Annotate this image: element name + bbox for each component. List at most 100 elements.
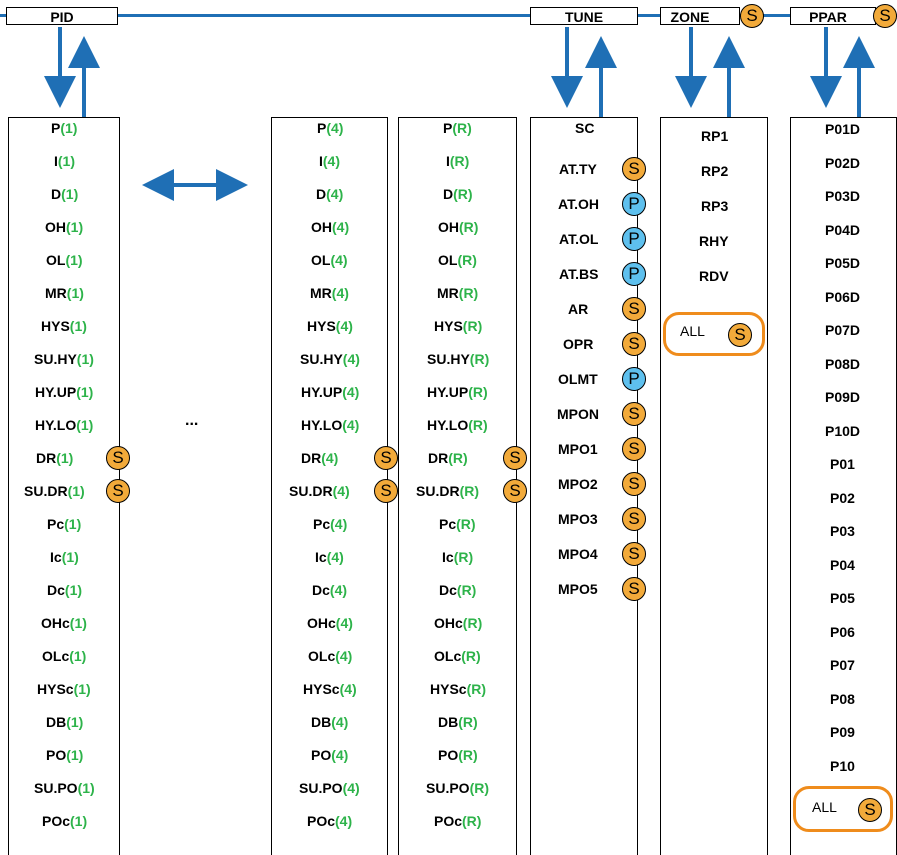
group-suffix: (4) xyxy=(339,681,357,697)
pid-param-row: OHc(1) xyxy=(41,615,87,631)
pid-param-row: POc(R) xyxy=(434,813,481,829)
param-name: DB xyxy=(46,714,67,730)
ppar-param-row: P09 xyxy=(830,724,855,740)
group-suffix: (1) xyxy=(64,516,82,532)
group-suffix: (R) xyxy=(462,318,483,334)
group-suffix: (R) xyxy=(448,450,468,466)
param-name: DB xyxy=(311,714,332,730)
param-name: Dc xyxy=(47,582,65,598)
pid-param-row: HY.LO(4) xyxy=(301,417,359,433)
tune-param-row: AT.OL xyxy=(559,231,599,247)
param-name: HYSc xyxy=(430,681,467,697)
pid-param-row: PO(R) xyxy=(438,747,478,763)
param-name: SU.PO xyxy=(34,780,78,796)
pid-param-row: D(R) xyxy=(443,186,473,202)
tune-column xyxy=(530,117,638,855)
pid-param-row: DR(R) xyxy=(428,450,468,466)
param-name: POc xyxy=(434,813,463,829)
pid-param-row: OH(4) xyxy=(311,219,349,235)
group-suffix: (1) xyxy=(69,318,87,334)
pid-param-row: I(4) xyxy=(319,153,340,169)
ppar-column xyxy=(790,117,897,855)
ppar-param-row: P08D xyxy=(825,355,861,372)
pid-param-row: Dc(1) xyxy=(47,582,82,598)
zone-param-row: RP1 xyxy=(701,128,729,144)
param-name: MR xyxy=(437,285,459,301)
pid-param-row: HY.LO(R) xyxy=(427,417,488,433)
group-suffix: (1) xyxy=(76,417,94,433)
group-suffix: (4) xyxy=(335,615,353,631)
param-name: MR xyxy=(310,285,332,301)
ppar-param-row: P04 xyxy=(830,556,855,573)
param-name: HYSc xyxy=(303,681,340,697)
pid-param-row: POc(4) xyxy=(307,813,352,829)
pid-param-row: HYS(1) xyxy=(41,318,87,334)
pid-param-row: OLc(4) xyxy=(308,648,352,664)
param-name: D xyxy=(443,186,454,202)
tune-param-row: AT.OH xyxy=(558,196,599,212)
ppar-param-row: P07D xyxy=(825,322,861,338)
pid-param-row: Ic(1) xyxy=(50,549,79,565)
param-p-badge: P xyxy=(622,367,646,391)
pid-group-column-2 xyxy=(271,117,388,855)
group-suffix: (1) xyxy=(70,813,88,829)
group-suffix: (R) xyxy=(461,648,481,664)
pid-param-row: HY.UP(4) xyxy=(301,384,359,400)
tune-param-row: MPO5 xyxy=(558,581,598,597)
header-tune: TUNE xyxy=(530,7,638,25)
param-name: P xyxy=(443,120,453,136)
param-name: I xyxy=(54,153,58,169)
header-zone: ZONE xyxy=(660,7,740,25)
group-suffix: (R) xyxy=(453,186,473,202)
param-name: SU.PO xyxy=(426,780,470,796)
ppar-param-row: P01 xyxy=(830,456,855,472)
ppar-param-row: P10D xyxy=(825,422,861,439)
param-name: OL xyxy=(311,252,331,268)
param-name: POc xyxy=(307,813,336,829)
param-name: MR xyxy=(45,285,67,301)
pid-param-row: Pc(4) xyxy=(313,516,347,532)
param-name: I xyxy=(319,153,323,169)
group-suffix: (4) xyxy=(342,384,360,400)
param-s-badge: S xyxy=(374,446,398,470)
ppar-param-row: P05 xyxy=(830,590,855,606)
pid-param-row: DB(R) xyxy=(438,714,478,730)
pid-param-row: OLc(R) xyxy=(434,648,481,664)
group-suffix: (1) xyxy=(66,714,84,730)
pid-param-row: OH(R) xyxy=(438,219,478,235)
pid-param-row: HY.LO(1) xyxy=(35,417,93,433)
pid-param-row: OHc(R) xyxy=(434,615,482,631)
pid-param-row: OL(R) xyxy=(438,252,477,268)
param-name: OHc xyxy=(307,615,336,631)
pid-param-row: HYS(4) xyxy=(307,318,353,334)
param-name: OLc xyxy=(434,648,462,664)
group-suffix: (R) xyxy=(459,483,479,499)
group-suffix: (1) xyxy=(66,219,84,235)
param-s-badge: S xyxy=(622,542,646,566)
pid-param-row: OH(1) xyxy=(45,219,83,235)
group-suffix: (R) xyxy=(456,516,476,532)
pid-param-row: OL(4) xyxy=(311,252,348,268)
param-name: Dc xyxy=(312,582,330,598)
ppar-param-row: P09D xyxy=(825,389,861,405)
param-s-badge: S xyxy=(503,446,527,470)
param-p-badge: P xyxy=(622,227,646,251)
pid-param-row: Pc(R) xyxy=(439,516,476,532)
zone-param-row: RP2 xyxy=(701,163,729,179)
param-name: Dc xyxy=(439,582,457,598)
param-name: Pc xyxy=(47,516,65,532)
group-suffix: (4) xyxy=(331,714,349,730)
pid-param-row: HYS(R) xyxy=(434,318,482,334)
tune-param-row: SC xyxy=(575,120,595,136)
pid-param-row: HYSc(4) xyxy=(303,681,357,697)
param-name: HY.UP xyxy=(427,384,469,400)
param-name: D xyxy=(51,186,62,202)
pid-param-row: SU.DR(4) xyxy=(289,483,350,499)
pid-param-row: PO(4) xyxy=(311,747,348,763)
ppar-param-row: P01D xyxy=(825,121,861,137)
group-suffix: (4) xyxy=(332,219,350,235)
param-name: POc xyxy=(42,813,71,829)
pid-param-row: HYSc(1) xyxy=(37,681,91,697)
